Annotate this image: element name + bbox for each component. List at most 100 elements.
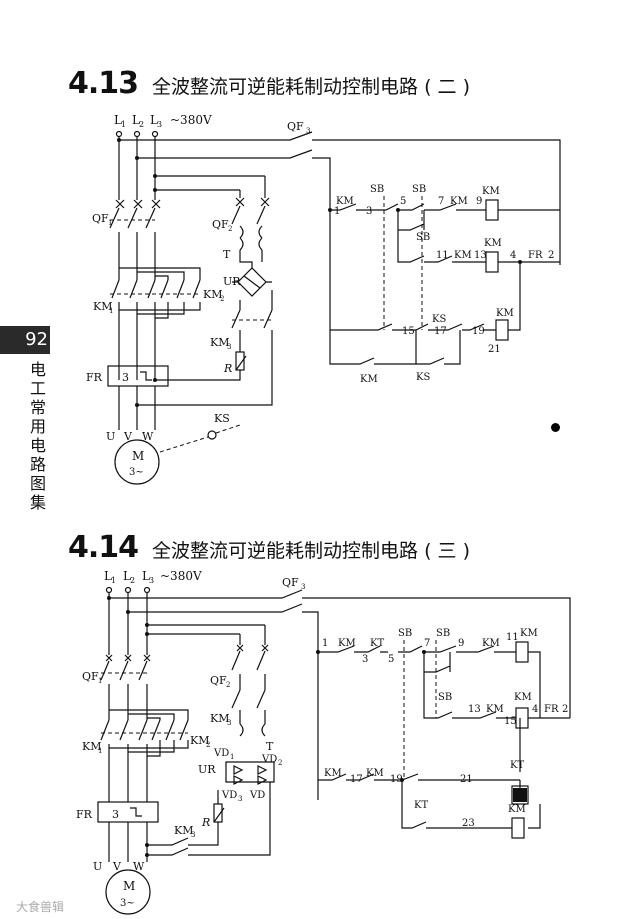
node (117, 138, 121, 142)
label-voltage: ~380V (160, 569, 202, 583)
terminal (115, 130, 123, 138)
label-VD3: VD (221, 790, 237, 801)
label-KM1: KM (93, 300, 112, 313)
svg-text:4: 4 (532, 704, 538, 715)
label-FR-num: 3 (122, 371, 129, 384)
node (153, 174, 157, 178)
terminal (151, 130, 159, 138)
rung-brake-branch (329, 330, 461, 365)
svg-text:KT: KT (510, 760, 524, 771)
label-QF2: QF (212, 218, 229, 231)
svg-text:3: 3 (227, 719, 231, 727)
speed-relay (207, 430, 217, 440)
label-KS: KS (214, 412, 230, 425)
svg-text:1: 1 (230, 753, 234, 761)
label-voltage: ~380V (170, 113, 212, 127)
label-VD1: VD (213, 748, 229, 759)
rung-forward (318, 645, 541, 718)
diagram-number: 4.13 (68, 66, 139, 101)
label-R: R (223, 362, 232, 375)
kt-coil (511, 785, 529, 805)
diagram-4-13-main-circuit: L 1 L 2 L 3 ~380V QF 3 QF 1 QF 2 T (86, 113, 561, 485)
svg-text:2: 2 (226, 681, 230, 689)
svg-text:KM: KM (496, 308, 514, 319)
svg-text:KM: KM (360, 374, 378, 385)
label-KM2: KM (190, 734, 209, 747)
label-W1: W (133, 860, 145, 873)
qf1-crosses (115, 199, 161, 209)
watermark: 大食兽辑 (16, 900, 65, 914)
diagram-heading-4-13: 4.13 全波整流可逆能耗制动控制电路 ( 二 ) (68, 66, 470, 101)
bullet-dot (551, 423, 560, 432)
rectifier-bridge (237, 267, 267, 297)
label-SB: SB (398, 628, 412, 639)
label-KS2: KS (416, 372, 430, 383)
km2-coil (485, 251, 499, 273)
label-UR: UR (198, 763, 216, 776)
label-KS1: KS (432, 314, 446, 325)
svg-text:KM: KM (482, 186, 500, 197)
label-sub: 1 (121, 120, 126, 129)
svg-text:9: 9 (458, 638, 464, 649)
diagram-number: 4.14 (68, 530, 139, 565)
label-QF2: QF (210, 674, 227, 687)
label-SB2: SB (412, 184, 426, 195)
svg-text:4: 4 (510, 250, 516, 261)
km3-coil (495, 319, 509, 341)
svg-text:KM: KM (336, 196, 354, 207)
label-T: T (266, 740, 274, 753)
svg-text:KM: KM (324, 768, 342, 779)
km3-coil (511, 817, 525, 839)
thermal-relay-FR (107, 365, 169, 387)
svg-text:KT: KT (414, 800, 428, 811)
svg-text:3: 3 (238, 795, 242, 803)
km3-contacts (231, 290, 273, 329)
label-L3: L (150, 113, 158, 127)
rung-forward (330, 203, 560, 211)
svg-text:15: 15 (402, 326, 415, 337)
label-motor-phase: 3~ (120, 898, 135, 909)
label-FR: FR (86, 371, 103, 384)
node (153, 188, 157, 192)
svg-text:KM: KM (484, 238, 502, 249)
label-V1: V (123, 430, 133, 443)
label-KM1: KM (82, 740, 101, 753)
svg-text:KM: KM (482, 638, 500, 649)
label-SB2: SB (436, 628, 450, 639)
transformer-coils (239, 225, 263, 251)
branch-lines (119, 139, 285, 198)
svg-text:11: 11 (506, 632, 519, 643)
label-motor-M: M (132, 449, 144, 463)
label-FR2: FR (544, 704, 559, 715)
svg-text:2: 2 (228, 225, 232, 233)
svg-text:2: 2 (278, 759, 282, 767)
svg-text:5: 5 (400, 196, 406, 207)
svg-text:7: 7 (438, 196, 444, 207)
km2-coil (515, 707, 529, 729)
diagram-4-13-control-circuit: 1 KM 3 SB 5 SB 7 KM 9 KM SB 11 KM 13 KM … (328, 184, 560, 385)
label-FR2: FR (528, 250, 543, 261)
label-sub: 2 (139, 120, 144, 129)
svg-text:3: 3 (112, 808, 119, 821)
label-L2: L (132, 113, 140, 127)
svg-text:1: 1 (108, 219, 112, 227)
svg-text:1: 1 (111, 576, 116, 585)
motor (105, 869, 151, 915)
label-FR: FR (76, 808, 93, 821)
rung-brake (401, 780, 541, 829)
svg-text:1: 1 (322, 638, 328, 649)
svg-text:2: 2 (220, 295, 224, 303)
svg-text:2: 2 (548, 250, 554, 261)
label-W1: W (142, 430, 154, 443)
svg-text:1: 1 (98, 747, 102, 755)
diagram-title: 全波整流可逆能耗制动控制电路 ( 三 ) (152, 540, 470, 562)
book-side-title: 电工常用电路图集 (29, 360, 46, 512)
svg-text:5: 5 (388, 654, 394, 665)
node (135, 156, 139, 160)
supply-lines (118, 136, 156, 200)
svg-text:3: 3 (301, 583, 305, 591)
qf2-contacts (231, 197, 270, 225)
control-supply (312, 139, 561, 330)
label-QF1: QF (82, 670, 99, 683)
